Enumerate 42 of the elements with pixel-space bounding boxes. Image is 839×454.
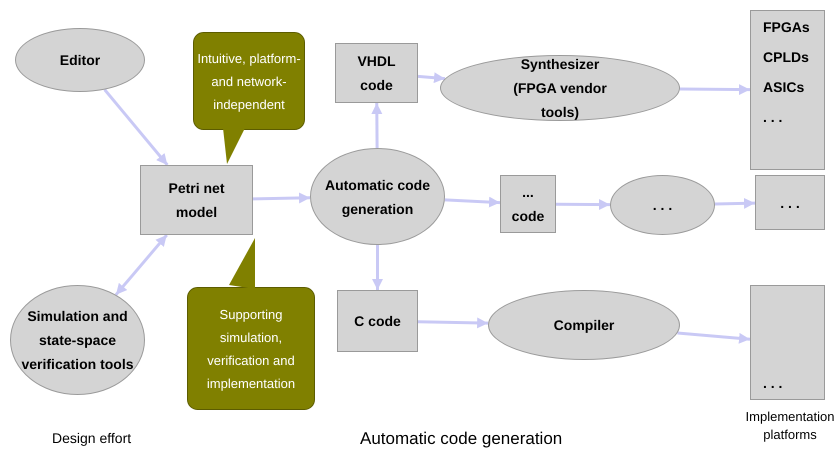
arrow	[680, 84, 750, 96]
process-box	[755, 175, 825, 230]
arrow	[556, 199, 610, 210]
node-text: C code	[354, 312, 401, 331]
arrow	[372, 245, 383, 290]
caption-label: Automatic code generation	[360, 428, 562, 450]
node-text: . . .	[763, 374, 784, 393]
process-box	[750, 10, 825, 170]
arrow	[418, 72, 446, 84]
arrow	[444, 196, 500, 208]
arrow	[103, 88, 169, 166]
arrow	[371, 102, 382, 148]
arrow	[114, 234, 168, 296]
speech-bubble	[193, 32, 305, 164]
node-text: Supporting simulation, verification and implementation	[206, 306, 296, 393]
arrow	[418, 317, 488, 328]
node-text: Editor	[60, 51, 100, 70]
caption-label: Implementation platforms	[744, 408, 836, 444]
node-text: ASICs	[763, 78, 806, 97]
node-text: . . .	[652, 196, 672, 215]
speech-bubble	[187, 237, 315, 410]
node-text: VHDL code	[356, 52, 397, 95]
node-text: . . .	[763, 108, 784, 127]
caption-label: Design effort	[52, 429, 132, 448]
node-text: Synthesizer (FPGA vendor tools)	[512, 55, 608, 122]
process-box	[337, 290, 418, 352]
process-box	[750, 285, 825, 400]
node-text: Intuitive, platform- and network-independent	[197, 50, 301, 114]
node-text: FPGAs	[763, 18, 811, 37]
node-text: Compiler	[554, 316, 614, 335]
node-text: Automatic code generation	[324, 176, 431, 219]
node-text: ... code	[510, 183, 546, 226]
arrow	[714, 198, 756, 209]
process-box	[140, 165, 253, 235]
node-text: . . .	[780, 194, 800, 212]
arrow	[677, 332, 750, 344]
arrow	[252, 192, 310, 204]
node-text: CPLDs	[763, 48, 810, 67]
node-text: Simulation and state-space verification tools	[20, 307, 135, 374]
node-text: Petri net model	[167, 179, 226, 222]
process-box	[335, 43, 418, 103]
process-box	[500, 175, 556, 233]
